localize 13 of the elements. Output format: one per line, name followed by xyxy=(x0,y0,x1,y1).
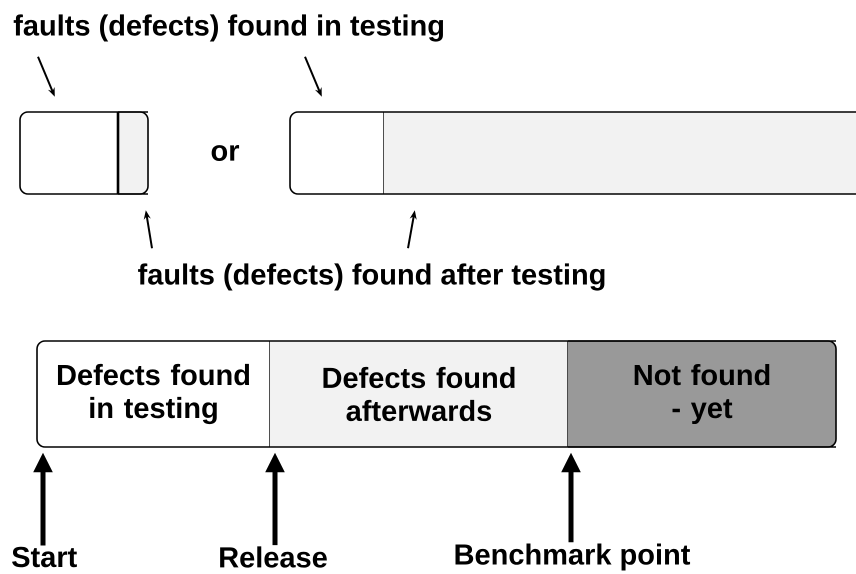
annotation-text: faults (defects) found after testing xyxy=(138,263,604,291)
connector-word: or xyxy=(212,145,240,161)
annotation-text: Release xyxy=(220,546,327,568)
box-part xyxy=(289,111,385,195)
bar-segment: Defects found in testing xyxy=(36,340,271,448)
bar-segment: Not found - yet xyxy=(567,340,837,448)
box-part xyxy=(383,111,856,195)
annotation-text: faults (defects) found in testing xyxy=(14,14,444,42)
box-part xyxy=(19,111,119,195)
bar-segment: Defects found afterwards xyxy=(269,340,569,448)
box-part xyxy=(116,111,149,195)
annotation-text: Start xyxy=(12,546,77,568)
annotation-text: Benchmark point xyxy=(456,544,690,571)
